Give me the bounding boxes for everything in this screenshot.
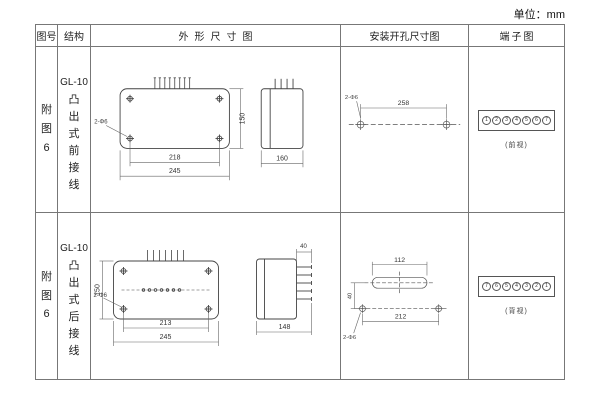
dim-width-inner: 213 [160,320,172,327]
row2-outline-drawing: 150 213 245 40 148 2-Φ6 [94,244,312,346]
front-view [119,88,230,149]
dim-width-outer: 245 [169,168,181,175]
row1-figure-no-cell: 附图6 [36,47,58,213]
dim-width-inner: 218 [169,154,181,161]
dim-span: 212 [395,313,407,320]
structure-desc: 凸出式前接线 [68,94,80,192]
terminal-circle: 2 [492,115,501,125]
dimension-lines [106,88,304,181]
dimension-lines [350,261,439,334]
dim-height: 150 [239,113,246,125]
terminal-strip: 1 2 3 4 5 6 7 [478,109,555,131]
dimension-lines [99,249,312,346]
structure-desc: 凸出式后接线 [68,260,80,358]
row2-install-cell: 112 212 40 2-Φ6 [341,213,469,379]
dim-depth: 160 [276,155,288,162]
row2-terminal-cell: 7 6 5 4 3 2 1 (背视) [469,213,564,379]
row1-outline-cell: 218 245 150 160 2-Φ6 [91,47,341,213]
terminal-caption: (背视) [505,308,528,315]
dim-vert: 40 [348,292,354,299]
terminal-circle: 3 [522,282,531,291]
terminal-pins [147,250,184,261]
terminal-caption: (前视) [505,141,528,149]
dim-depth: 148 [279,324,291,331]
terminal-circle: 5 [522,115,531,125]
terminal-circle: 2 [532,282,541,291]
dim-width-outer: 245 [160,334,172,341]
hole-note: 2-Φ6 [343,335,356,341]
header-figure-no: 图号 [36,25,58,47]
model-label: GL-10 [60,243,88,254]
terminal-strip: 7 6 5 4 3 2 1 [478,276,555,297]
header-install-holes: 安装开孔尺寸图 [341,25,469,47]
figure-no: 附图6 [41,270,52,321]
terminal-circle: 1 [542,282,551,291]
dimension-table: 图号 结构 外形尺寸图 安装开孔尺寸图 端子图 附图6 GL-10 凸出式前接线 [35,24,565,380]
terminal-circle: 3 [502,115,511,125]
terminal-pins [153,77,191,89]
hole-layout [354,271,449,314]
dim-height: 150 [95,284,102,296]
model-label: GL-10 [60,77,88,88]
dim-stud: 40 [300,244,307,250]
side-view [256,258,312,320]
hole-note: 2-Φ6 [94,293,108,299]
terminal-circle: 6 [532,115,541,125]
row1-install-cell: 258 2-Φ6 [341,47,469,213]
terminal-circle: 7 [542,115,551,125]
terminal-circle: 5 [502,282,511,291]
side-view [260,78,304,149]
row1-install-drawing: 258 2-Φ6 [345,95,461,130]
header-terminal-diagram: 端子图 [469,25,564,47]
front-view [113,260,219,320]
row1-outline-drawing: 218 245 150 160 2-Φ6 [94,77,304,181]
hole-note: 2-Φ6 [345,95,358,101]
dim-slot: 112 [394,257,405,264]
dim-span: 258 [398,100,410,107]
terminal-circle: 1 [482,115,491,125]
terminal-circle: 7 [482,282,491,291]
row1-structure-cell: GL-10 凸出式前接线 [58,47,91,213]
row2-structure-cell: GL-10 凸出式后接线 [58,213,91,379]
figure-no: 附图6 [41,104,52,154]
unit-label: 单位：mm [513,9,565,21]
terminal-circle: 4 [512,282,521,291]
dimension-lines [356,101,447,119]
row2-figure-no-cell: 附图6 [36,213,58,379]
row1-terminal-cell: 1 2 3 4 5 6 7 (前视) [469,47,564,213]
hole-layout [348,119,461,130]
header-structure: 结构 [58,25,91,47]
row2-install-drawing: 112 212 40 2-Φ6 [343,257,449,341]
header-outline-dims: 外形尺寸图 [91,25,341,47]
hole-note: 2-Φ6 [94,120,108,126]
row2-outline-cell: 150 213 245 40 148 2-Φ6 [91,213,341,379]
terminal-circle: 4 [512,115,521,125]
terminal-circle: 6 [492,282,501,291]
